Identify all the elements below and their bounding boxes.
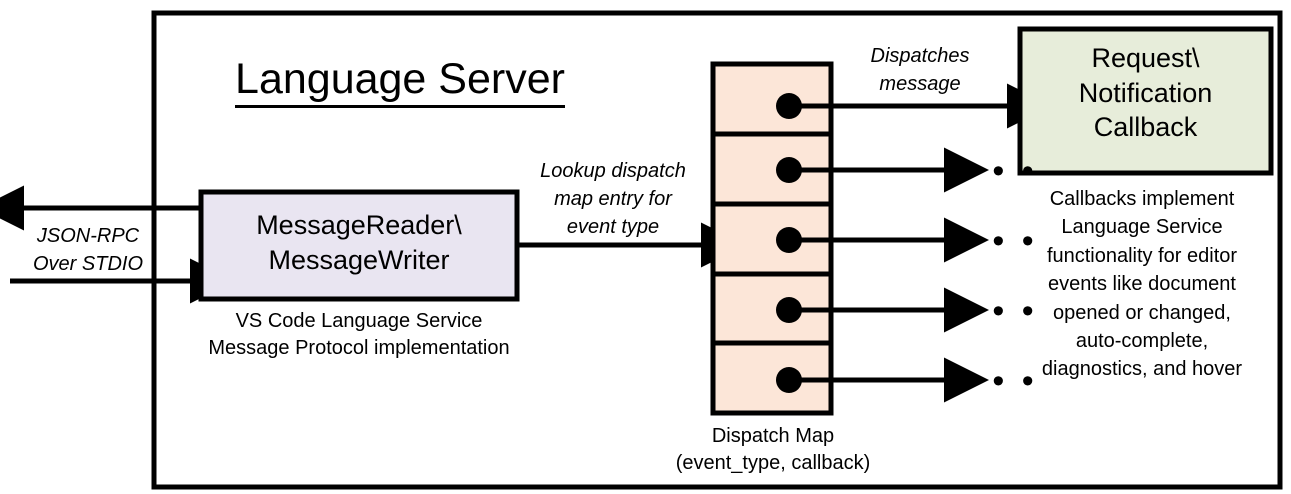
callback-note-line: Language Service bbox=[1061, 216, 1223, 239]
callback-note-line: auto-complete, bbox=[1075, 329, 1209, 352]
json-rpc-label-line1: JSON-RPC bbox=[36, 225, 140, 247]
dispatches-label-line2: message bbox=[879, 73, 961, 95]
ellipsis-row-3: • • • bbox=[963, 292, 1038, 330]
callback-note-line: opened or changed, bbox=[1053, 301, 1231, 324]
callback-note-line: events like document bbox=[1048, 273, 1236, 296]
dispatches-message-label: Dispatches message bbox=[840, 42, 1000, 98]
dispatch-map-caption-line1: Dispatch Map bbox=[711, 425, 835, 447]
ellipsis-row-4: • • • bbox=[963, 362, 1038, 400]
callback-note-line: diagnostics, and hover bbox=[1041, 358, 1243, 381]
callback-box-line3: Callback bbox=[1093, 112, 1198, 143]
callback-note: Callbacks implement Language Service fun… bbox=[1006, 185, 1278, 384]
message-box-line1: MessageReader\ bbox=[256, 210, 462, 240]
message-box-label: MessageReader\ MessageWriter bbox=[201, 208, 517, 278]
lookup-label-line2: map entry for bbox=[554, 188, 672, 210]
message-box-caption: VS Code Language Service Message Protoco… bbox=[181, 308, 537, 362]
page-title-text: Language Server bbox=[235, 55, 565, 108]
dispatches-label-line1: Dispatches bbox=[870, 45, 970, 67]
lookup-label-line3: event type bbox=[566, 216, 660, 238]
page-title: Language Server bbox=[200, 54, 600, 108]
lookup-label-line1: Lookup dispatch bbox=[540, 160, 686, 182]
message-box-caption-line1: VS Code Language Service bbox=[235, 310, 483, 332]
callback-box[interactable] bbox=[1017, 26, 1274, 176]
callback-note-line: functionality for editor bbox=[1046, 244, 1238, 267]
ellipsis-row-1: • • • bbox=[963, 152, 1038, 190]
callback-box-label: Request\ Notification Callback bbox=[1020, 41, 1271, 145]
callback-note-line: Callbacks implement bbox=[1049, 188, 1235, 210]
json-rpc-label-line2: Over STDIO bbox=[32, 253, 143, 275]
dispatch-map-caption-line2: (event_type, callback) bbox=[675, 452, 871, 474]
json-rpc-label: JSON-RPC Over STDIO bbox=[18, 222, 158, 278]
message-box-line2: MessageWriter bbox=[268, 245, 450, 276]
message-box-caption-line2: Message Protocol implementation bbox=[208, 337, 510, 359]
lookup-dispatch-label: Lookup dispatch map entry for event type bbox=[520, 157, 706, 241]
ellipsis-row-2: • • • bbox=[963, 222, 1038, 260]
message-reader-writer-box[interactable] bbox=[198, 189, 520, 302]
dispatch-map-caption: Dispatch Map (event_type, callback) bbox=[650, 423, 896, 477]
callback-box-line1: Request\ bbox=[1091, 43, 1200, 73]
callback-box-line2: Notification bbox=[1078, 77, 1213, 108]
language-server-boundary bbox=[151, 10, 1283, 490]
